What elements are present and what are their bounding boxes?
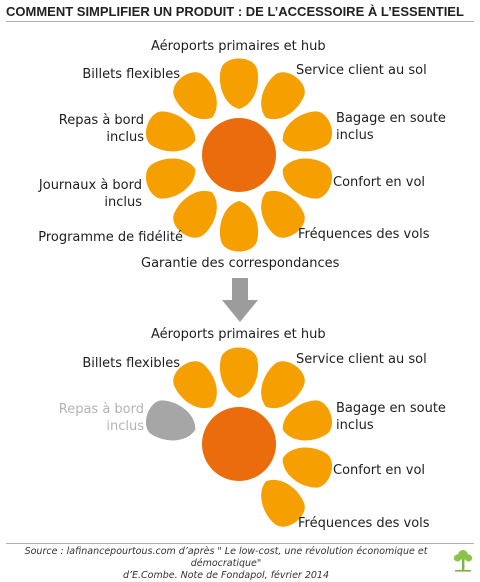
top-label-flexible-tickets: Billets flexibles xyxy=(82,67,180,82)
bottom-label-hold-luggage-2: inclus xyxy=(336,418,374,433)
bottom-petal-comfort xyxy=(282,447,332,488)
top-petal-flexible-tickets xyxy=(173,72,217,120)
bottom-petal-meals-removed xyxy=(146,400,196,441)
bottom-flower-core xyxy=(202,407,276,481)
top-label-meals-2: inclus xyxy=(106,130,144,145)
page-title: COMMENT SIMPLIFIER UN PRODUIT : DE L’ACC… xyxy=(6,4,464,19)
bottom-label-meals-removed-2: inclus xyxy=(106,419,144,434)
source-line-1: Source : lafinancepourtous.com d’après "… xyxy=(24,546,428,569)
top-label-ground-service: Service client au sol xyxy=(296,63,427,78)
top-label-hold-luggage: Bagage en soute xyxy=(336,111,446,126)
arrow-down-icon xyxy=(222,278,258,322)
bottom-label-primary-airports: Aéroports primaires et hub xyxy=(151,327,326,342)
bottom-label-hold-luggage: Bagage en soute xyxy=(336,401,446,416)
top-label-primary-airports: Aéroports primaires et hub xyxy=(151,39,326,54)
bottom-petal-hold-luggage xyxy=(282,400,332,441)
top-label-connections: Garantie des correspondances xyxy=(141,256,340,271)
top-label-meals: Repas à bord xyxy=(58,113,144,128)
bottom-label-comfort: Confort en vol xyxy=(333,463,426,478)
top-label-comfort: Confort en vol xyxy=(333,175,426,190)
top-petal-ground-service xyxy=(261,72,305,120)
top-flower-core xyxy=(202,118,276,192)
bottom-label-frequencies: Fréquences des vols xyxy=(298,516,430,531)
title-divider xyxy=(6,21,474,22)
top-petal-connections xyxy=(219,201,259,252)
bottom-flower xyxy=(146,347,332,527)
top-label-newspapers-2: inclus xyxy=(104,195,142,210)
top-label-newspapers: Journaux à bord xyxy=(38,178,142,193)
top-petal-frequencies xyxy=(261,190,305,238)
footer-divider xyxy=(6,543,474,544)
top-petal-newspapers xyxy=(146,158,196,199)
tree-icon xyxy=(452,548,474,572)
top-petal-primary-airports xyxy=(219,58,259,109)
top-petal-comfort xyxy=(282,158,332,199)
bottom-petal-ground-service xyxy=(261,361,305,409)
source-note: Source : lafinancepourtous.com d’après "… xyxy=(6,546,446,582)
bottom-label-ground-service: Service client au sol xyxy=(296,352,427,367)
top-label-frequencies: Fréquences des vols xyxy=(298,227,430,242)
top-flower xyxy=(146,58,332,252)
top-label-loyalty: Programme de fidélité xyxy=(38,230,183,245)
bottom-petal-frequencies xyxy=(261,479,305,527)
bottom-petal-flexible-tickets xyxy=(173,361,217,409)
source-line-2: d’E.Combe. Note de Fondapol, février 201… xyxy=(122,570,330,581)
top-petal-meals xyxy=(146,111,196,152)
top-label-hold-luggage-2: inclus xyxy=(336,128,374,143)
top-petal-loyalty xyxy=(173,190,217,238)
top-petal-hold-luggage xyxy=(282,111,332,152)
bottom-label-meals-removed: Repas à bord xyxy=(58,402,144,417)
bottom-petal-primary-airports xyxy=(219,347,259,398)
bottom-label-flexible-tickets: Billets flexibles xyxy=(82,356,180,371)
